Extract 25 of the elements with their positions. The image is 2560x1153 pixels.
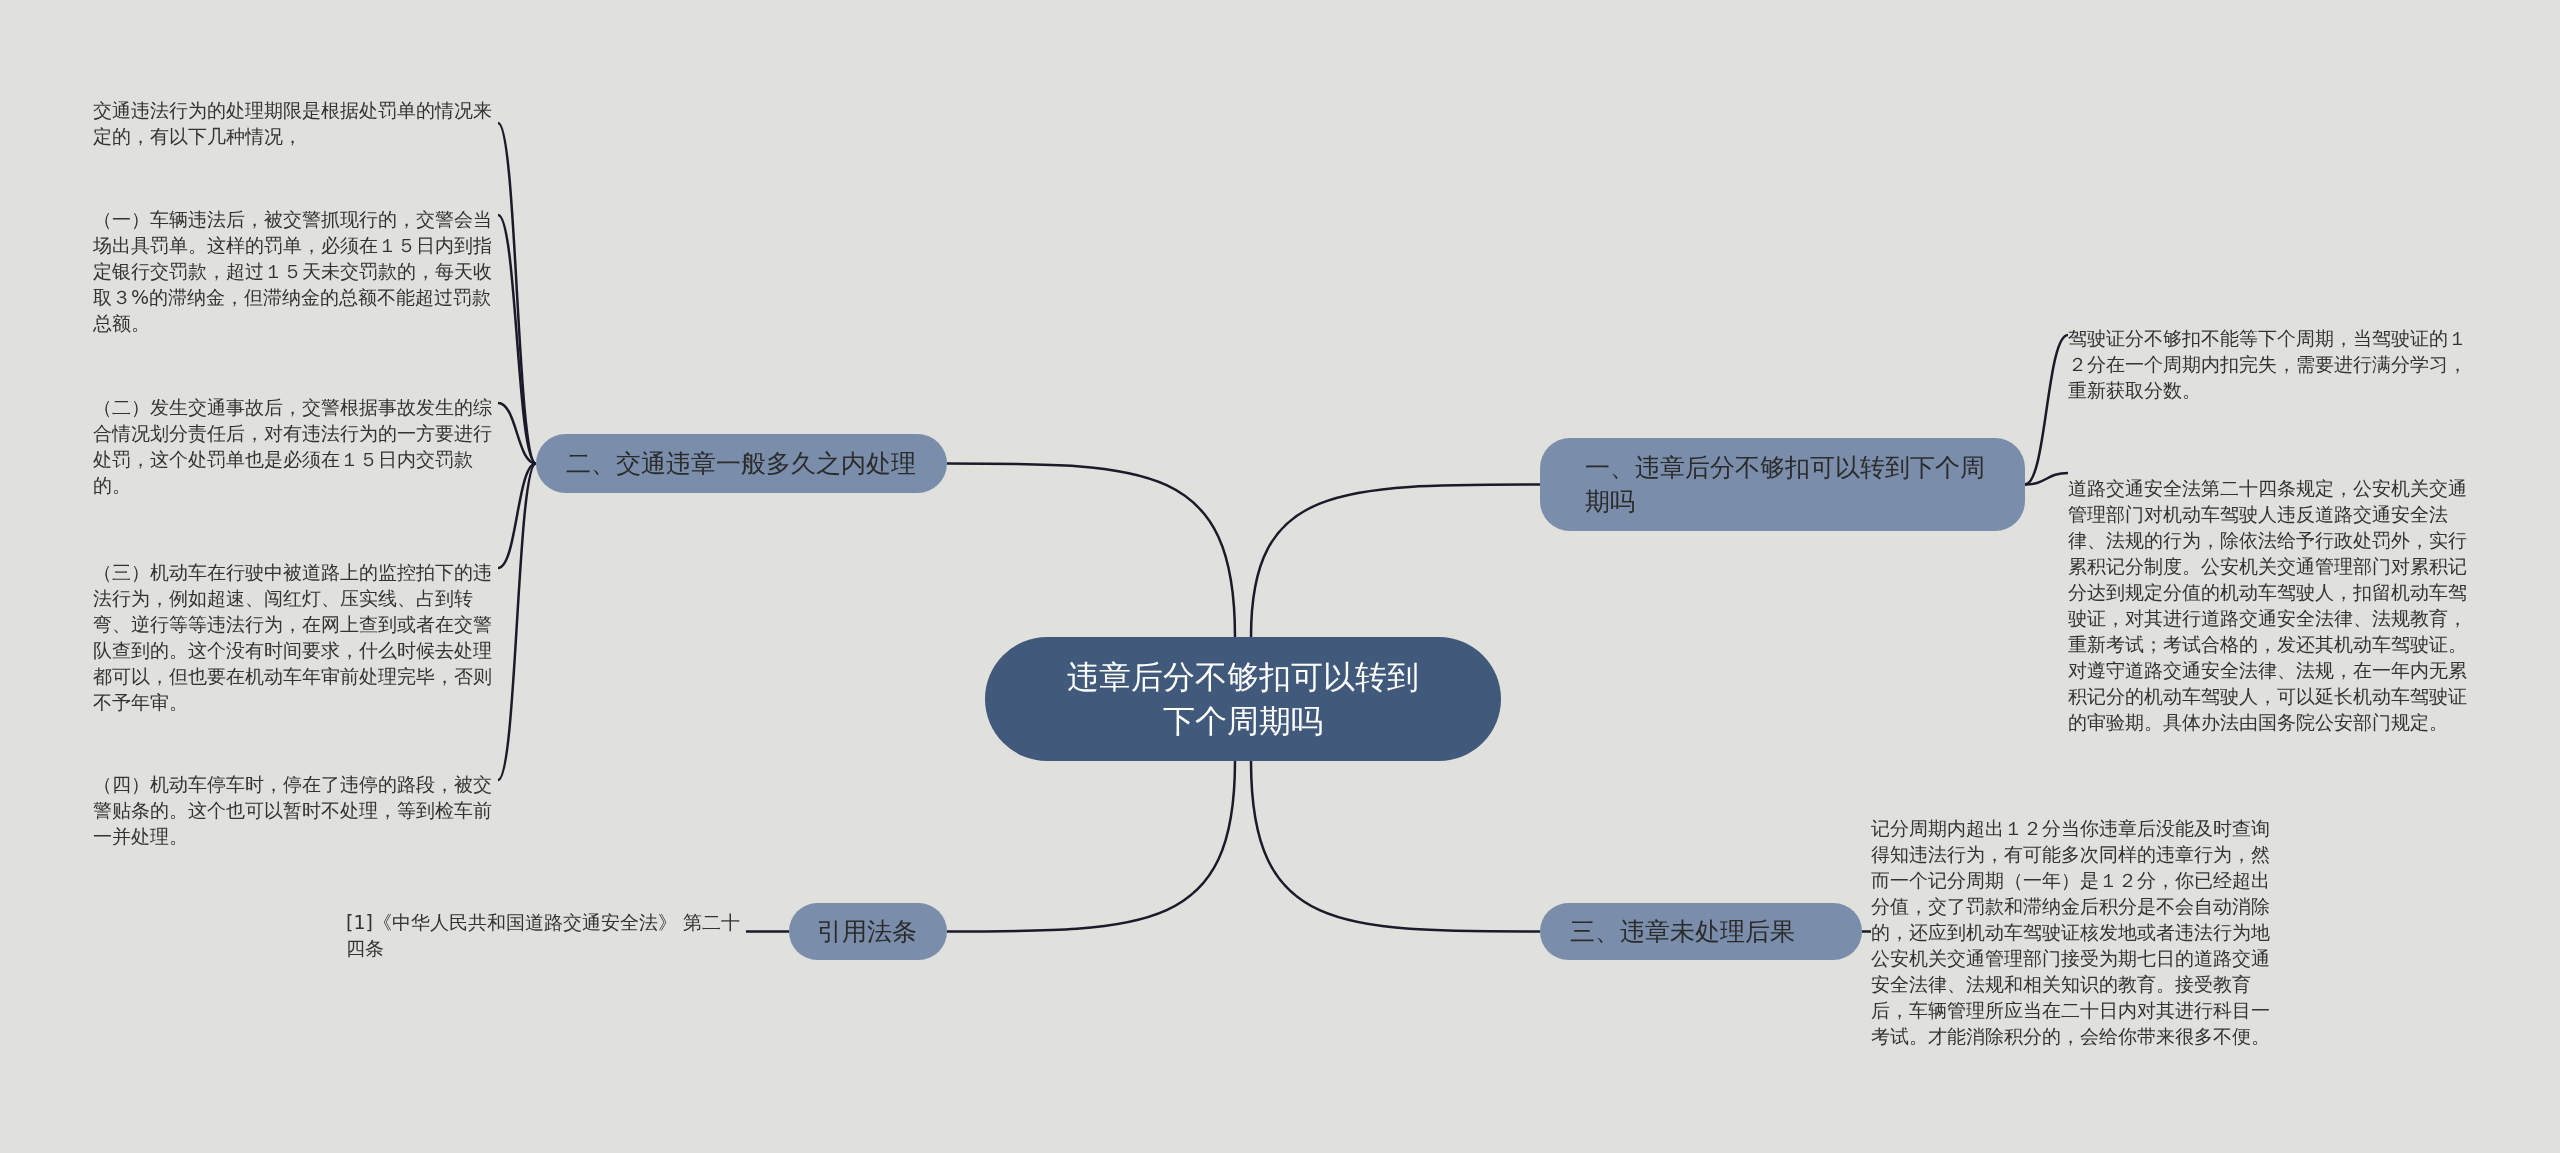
connector-line <box>1249 483 1540 638</box>
connector-line <box>497 462 537 570</box>
note-text: 记分周期内超出１２分当你违章后没能及时查询得知违法行为，有可能多次同样的违章行为，然而一个记分周期（一年）是１２分，你已经超出分值，交了罚款和滞纳金后积分是不会自动消除的，还应到机动车驾驶证核发地或者违法行为地公安机关交通管理部门接受为期七日的道路交通安全法律、法规和相关知识的教育。接受教育后，车辆管理所应当在二十日内对其进行科目一考试。才能消除积分的，会给你带来很多不便。 <box>1871 801 2276 1063</box>
connector-line <box>2024 333 2069 486</box>
note-text: （二）发生交通事故后，交警根据事故发生的综合情况划分责任后，对有违法行为的一方要进行处罚，这个处罚单也是必须在１５日内交罚款的。 <box>93 393 498 499</box>
note-text: （一）车辆违法后，被交警抓现行的，交警会当场出具罚单。这样的罚单，必须在１５日内到指定银行交罚款，超过１５天未交罚款的，每天收取３%的滞纳金，但滞纳金的总额不能超过罚款总额。 <box>93 205 498 337</box>
connector-line <box>497 214 537 465</box>
connector-line <box>1862 930 1871 933</box>
note-text: 交通违法行为的处理期限是根据处罚单的情况来定的，有以下几种情况， <box>93 96 498 150</box>
topic-box: 三、违章未处理后果 <box>1540 903 1862 960</box>
topic-box: 一、违章后分不够扣可以转到下个周期吗 <box>1540 438 2025 531</box>
topic-box: 引用法条 <box>789 903 947 960</box>
topic-box: 二、交通违章一般多久之内处理 <box>536 434 947 493</box>
note-text: 驾驶证分不够扣不能等下个周期，当驾驶证的１２分在一个周期内扣完失，需要进行满分学习，重新获取分数。 <box>2068 325 2480 403</box>
note-text: （三）机动车在行驶中被道路上的监控拍下的违法行为，例如超速、闯红灯、压实线、占到转弯、逆行等等违法行为，在网上查到或者在交警队查到的。这个没有时间要求，什么时候去处理都可以，但也要在机动车年审前处理完毕，否则不予年审。 <box>93 558 498 716</box>
connector-line <box>947 462 1237 638</box>
connector-line <box>746 930 789 933</box>
connector-line <box>947 760 1237 933</box>
note-text: [1]《中华人民共和国道路交通安全法》 第二十四条 <box>346 907 746 963</box>
connector-line <box>1249 760 1540 933</box>
central-topic: 违章后分不够扣可以转到下个周期吗 <box>985 637 1501 761</box>
note-text: 道路交通安全法第二十四条规定，公安机关交通管理部门对机动车驾驶人违反道路交通安全法律、法规的行为，除依法给予行政处罚外，实行累积记分制度。公安机关交通管理部门对累积记分达到规定分值的机动车驾驶人，扣留机动车驾驶证，对其进行道路交通安全法律、法规教育，重新考试；考试合格的，发还其机动车驾驶证。对遵守道路交通安全法律、法规，在一年内无累积记分的机动车驾驶人，可以延长机动车驾驶证的审验期。具体办法由国务院公安部门规定。 <box>2068 463 2480 747</box>
connector-line <box>496 462 538 781</box>
connector-line <box>2024 471 2069 486</box>
note-text: （四）机动车停车时，停在了违停的路段，被交警贴条的。这个也可以暂时不处理，等到检车前一并处理。 <box>93 770 498 850</box>
